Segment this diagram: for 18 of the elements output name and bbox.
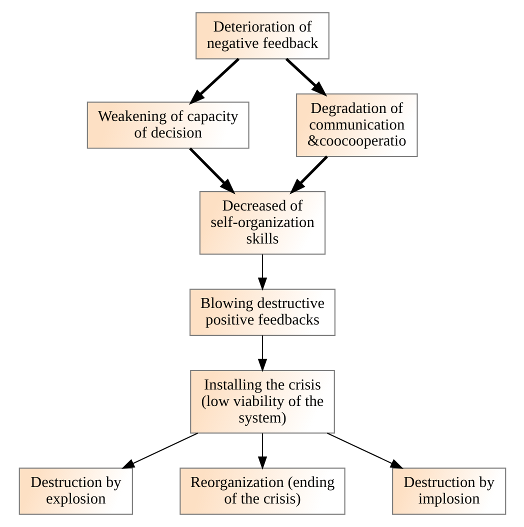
node-box: Installing the crisis (low viability of the system) [190,370,334,434]
arrow [257,433,267,470]
node-box: Reorganization (ending of the crisis) [179,468,345,515]
arrow [120,432,198,469]
arrow [257,335,267,372]
arrow [188,147,235,194]
node-box: Degradation of communication &coocooperatio [295,93,418,158]
node-box: Blowing destructive positive feedbacks [189,288,335,336]
arrow [257,254,267,291]
arrow [326,432,404,469]
node-box: Deterioration of negative feedback [195,12,329,60]
node-box: Decreased of self-organization skills [198,191,326,255]
arrow [284,58,327,97]
node-box: Destruction by implosion [392,468,506,515]
arrow [188,58,240,105]
arrow [289,156,328,194]
node-box: Weakening of capacity of decision [86,102,249,149]
node-box: Destruction by explosion [18,468,132,515]
